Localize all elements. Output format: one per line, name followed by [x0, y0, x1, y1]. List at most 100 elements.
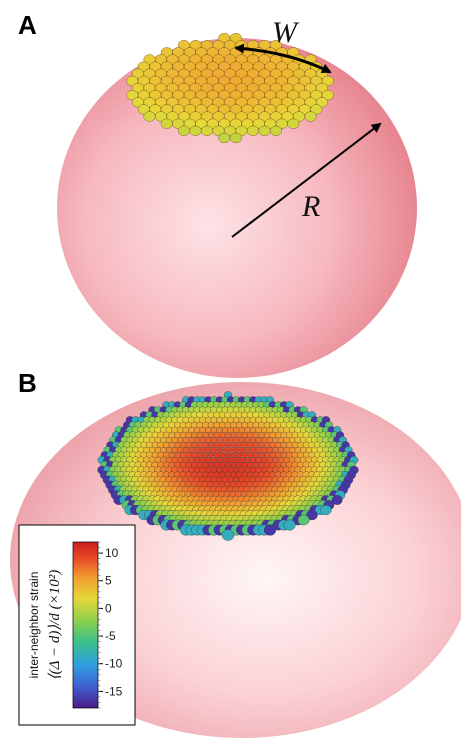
- panel-a: A W R: [18, 10, 417, 378]
- colorbar-tick-label: 0: [105, 601, 112, 615]
- radius-arrow: [231, 122, 382, 238]
- particle: [304, 111, 317, 122]
- particle: [275, 442, 282, 448]
- particle: [310, 104, 323, 115]
- particle: [263, 524, 277, 536]
- particle: [238, 437, 246, 443]
- particle: [191, 442, 198, 448]
- particle: [261, 437, 268, 443]
- particle: [227, 426, 235, 434]
- particle: [230, 442, 237, 448]
- particle: [236, 452, 243, 458]
- particle: [263, 442, 271, 448]
- particle: [221, 426, 229, 434]
- particle: [229, 32, 242, 44]
- particle: [261, 447, 268, 453]
- particle: [191, 431, 198, 439]
- particle: [196, 432, 204, 438]
- particle: [202, 442, 209, 448]
- particle: [216, 437, 223, 443]
- particle: [227, 437, 234, 443]
- radius-symbol: R: [301, 190, 320, 223]
- particle: [160, 118, 173, 129]
- particle: [213, 432, 221, 438]
- particle: [252, 452, 260, 458]
- particle: [258, 442, 265, 448]
- colorbar-tick-label: -5: [105, 629, 116, 643]
- particle: [229, 132, 242, 144]
- particle: [224, 452, 232, 458]
- particle: [236, 442, 243, 448]
- particle: [247, 432, 254, 438]
- particle: [199, 447, 206, 453]
- colorbar-gradient: [72, 541, 99, 709]
- colorbar-tick-label: -10: [105, 657, 123, 671]
- particle: [205, 426, 212, 434]
- particle: [320, 504, 332, 516]
- particle: [182, 447, 190, 453]
- particle: [196, 442, 204, 448]
- panel-a-label: A: [18, 10, 37, 40]
- particle: [247, 452, 254, 458]
- particle: [269, 442, 277, 448]
- particle: [230, 432, 237, 438]
- particle: [316, 97, 329, 108]
- particle: [213, 442, 220, 448]
- particle: [222, 437, 229, 443]
- particle: [258, 431, 265, 439]
- particle: [210, 447, 218, 453]
- particle: [270, 125, 283, 136]
- particle: [177, 436, 184, 444]
- particle: [266, 437, 274, 443]
- particle: [247, 442, 254, 448]
- particle: [185, 431, 193, 439]
- colorbar-formula: ⟨(Δ − d)⟩/d (×10²): [47, 570, 63, 680]
- panel-b: B inter-neighbor strain ⟨(Δ − d)⟩/d (×10…: [10, 368, 461, 738]
- particle: [244, 437, 251, 443]
- particle: [252, 432, 260, 438]
- particle: [179, 442, 187, 448]
- sphere-a: [57, 38, 417, 378]
- particle: [233, 426, 240, 434]
- particle: [202, 432, 209, 438]
- particle: [321, 75, 334, 87]
- particle: [199, 437, 206, 443]
- particle: [255, 447, 262, 453]
- colorbar: inter-neighbor strain ⟨(Δ − d)⟩/d (×10²)…: [18, 524, 136, 726]
- particle: [216, 447, 223, 453]
- particle: [174, 442, 181, 448]
- particle: [316, 82, 329, 94]
- particle: [188, 437, 195, 443]
- particle: [233, 447, 240, 453]
- particle: [321, 89, 334, 101]
- colorbar-title: inter-neighbor strain: [27, 572, 41, 679]
- particle-cap-b: [97, 391, 359, 541]
- particle: [224, 432, 232, 438]
- particle: [207, 432, 215, 438]
- particle: [193, 437, 201, 443]
- particle: [238, 447, 246, 453]
- particle: [177, 125, 190, 136]
- particle: [182, 437, 190, 443]
- particle: [250, 447, 257, 453]
- width-symbol: W: [272, 16, 300, 49]
- particle: [246, 125, 259, 136]
- particle: [219, 452, 226, 458]
- particle: [244, 447, 251, 453]
- particle: [258, 125, 271, 136]
- particle: [233, 437, 240, 443]
- particle: [241, 452, 248, 458]
- particle: [210, 426, 218, 434]
- particle: [306, 509, 318, 521]
- colorbar-tick-label: -15: [105, 684, 123, 698]
- particle: [189, 125, 202, 136]
- particle: [205, 437, 212, 443]
- particle: [255, 437, 263, 443]
- particle: [235, 432, 243, 438]
- particle: [210, 437, 218, 443]
- particle: [208, 442, 215, 448]
- particle: [185, 442, 193, 448]
- particle: [241, 442, 248, 448]
- particle: [143, 111, 156, 122]
